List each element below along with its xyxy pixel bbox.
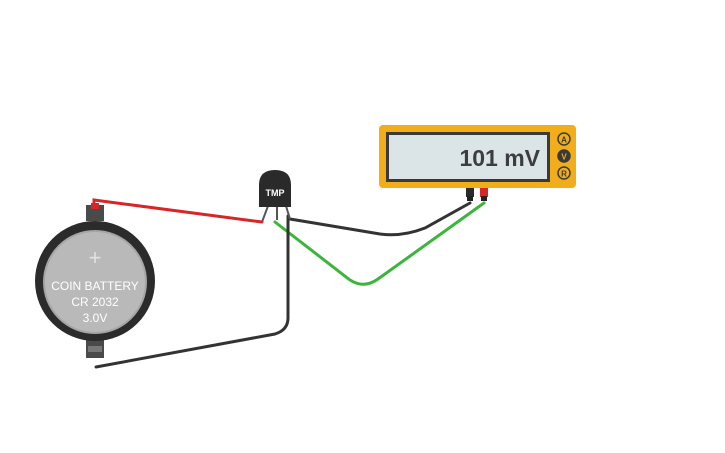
multimeter-reading: 101 mV xyxy=(459,145,540,171)
terminal-v[interactable] xyxy=(480,188,488,197)
sensor-pin-right xyxy=(285,205,291,220)
sensor-label: TMP xyxy=(266,188,285,198)
wire-green[interactable] xyxy=(273,201,486,286)
battery-label-line3: 3.0V xyxy=(83,311,108,325)
battery-label-line1: COIN BATTERY xyxy=(51,279,139,293)
terminal-com[interactable] xyxy=(466,188,474,197)
wire-black-com[interactable] xyxy=(288,201,472,237)
multimeter[interactable]: 101 mV A V R xyxy=(379,125,576,201)
wire-black-gnd[interactable] xyxy=(94,214,290,369)
coin-battery[interactable]: + COIN BATTERY CR 2032 3.0V xyxy=(35,203,155,358)
sensor-pin-left xyxy=(261,205,269,223)
mode-v-button[interactable]: V xyxy=(557,149,571,163)
mode-a-button[interactable]: A xyxy=(557,132,571,146)
mode-v-label: V xyxy=(561,153,567,162)
wire-red[interactable] xyxy=(92,198,264,224)
sensor-body xyxy=(259,170,291,207)
mode-r-button[interactable]: R xyxy=(557,166,571,180)
battery-label-line2: CR 2032 xyxy=(71,295,119,309)
battery-positive-tab xyxy=(86,205,104,221)
battery-cell xyxy=(44,231,146,333)
mode-r-label: R xyxy=(561,170,567,179)
temperature-sensor[interactable]: TMP xyxy=(259,170,291,223)
battery-plus-symbol: + xyxy=(89,245,102,270)
mode-a-label: A xyxy=(561,136,567,145)
